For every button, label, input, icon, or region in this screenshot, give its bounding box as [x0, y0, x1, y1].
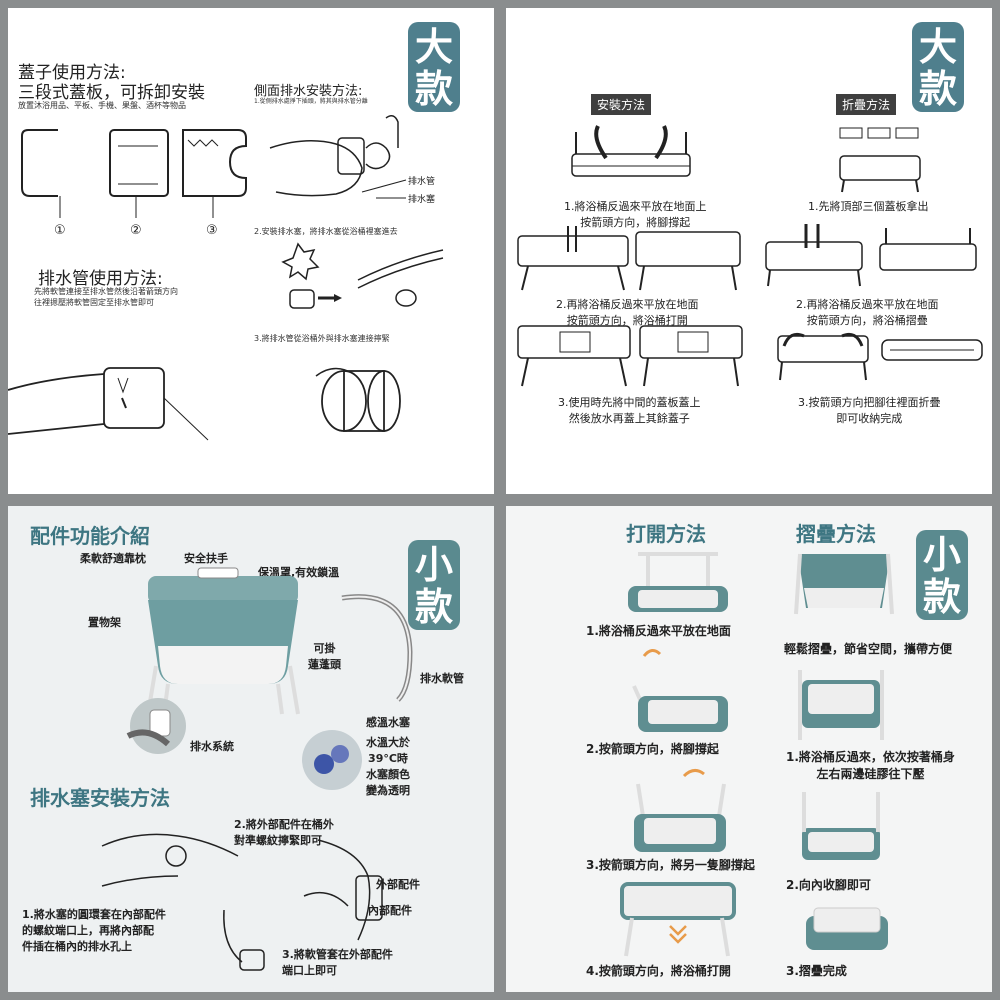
install-step-3: 3.使用時先將中間的蓋板蓋上 然後放水再蓋上其餘蓋子 [558, 396, 701, 425]
size-badge-small: 小 款 [408, 540, 460, 630]
size-badge-large: 大 款 [408, 22, 460, 112]
install-step3-sketch [517, 325, 743, 387]
lid-note: 放置沐浴用品、平板、手機、果盤、酒杯等物品 [18, 101, 186, 110]
open-step-4: 4.按箭頭方向，將浴桶打開 [586, 964, 731, 978]
panel-large-install-fold: 大 款 安裝方法 折疊方法 1.將浴桶反過來平放在地面上 按箭頭方向，將腳撐起 … [506, 8, 992, 494]
fold-step3-illustration [806, 907, 888, 950]
drain-step-3: 3.將排水管從浴桶外與排水塞連接擰緊 [254, 334, 390, 343]
size-badge-large: 大 款 [912, 22, 964, 112]
open-method-title: 打開方法 [626, 522, 706, 546]
drain-note: 1.從側排水處掙下插頭，將其與排水管分離 [254, 98, 368, 105]
lid-pieces-diagram [21, 129, 247, 218]
fold-overview-illustration [794, 553, 894, 615]
fold-step-1: 1.將浴桶反過來，依次按著桶身 左右兩邊硅膠往下壓 [786, 750, 955, 781]
open-step3-illustration [634, 769, 726, 852]
plug-label: 排水塞 [408, 195, 436, 205]
install-method-tag: 安裝方法 [591, 94, 652, 115]
open-step-2: 2.按箭頭方向，將腳撐起 [586, 742, 719, 756]
pipe-tighten-sketch [315, 367, 401, 432]
drain-removal-sketch [269, 115, 407, 199]
plug-step-3: 3.將軟管套在外部配件 端口上即可 [282, 948, 393, 977]
inner-part-label: 內部配件 [368, 904, 412, 917]
install-step2-sketch [517, 226, 741, 291]
hose-title: 排水管使用方法: [38, 269, 163, 289]
plug-install-title: 排水塞安裝方法 [30, 786, 170, 810]
fold-step1-sketch [839, 127, 921, 193]
label-rack: 置物架 [88, 616, 121, 629]
fold-step1-illustration [798, 670, 884, 740]
thermo-plug-photo [302, 730, 362, 790]
label-handle: 安全扶手 [184, 552, 228, 565]
plug-step-1: 1.將水塞的圓環套在內部配件 的螺紋端口上，再將內部配 件插在桶內的排水孔上 [22, 908, 166, 953]
plug-insert-sketch [281, 242, 444, 309]
tub-illustration [146, 567, 300, 715]
lid-number-3: ③ [206, 223, 218, 238]
lid-subtitle: 三段式蓋板，可拆卸安裝 [18, 83, 205, 103]
install-step-1: 1.將浴桶反過來平放在地面上 按箭頭方向，將腳撐起 [564, 200, 707, 229]
install-step-2: 2.再將浴桶反過來平放在地面 按箭頭方向，將浴桶打開 [556, 298, 699, 327]
thermo-plug-note: 水溫大於 39°C時 水塞顏色 變為透明 [366, 736, 410, 797]
plug-install-sketch-1 [101, 833, 239, 887]
lid-title: 蓋子使用方法: [18, 63, 126, 83]
label-thermo-plug: 感溫水塞 [366, 716, 410, 729]
fold-step-2: 2.再將浴桶反過來平放在地面 按箭頭方向，將浴桶摺疊 [796, 298, 939, 327]
panel-small-open-fold: 小 款 打開方法 摺疊方法 1.將浴桶反過來平放在地面 2.按箭頭方向，將腳撐起… [506, 506, 992, 992]
open-step1-illustration [628, 552, 728, 612]
open-step2-illustration [632, 649, 728, 732]
fold-step-3: 3.摺疊完成 [786, 964, 847, 978]
fold-step2-sketch [765, 224, 977, 287]
label-hose: 排水軟管 [420, 672, 464, 685]
pipe-label: 排水管 [408, 177, 436, 187]
drain-title: 側面排水安裝方法: [254, 84, 363, 99]
drain-step-2: 2.安裝排水塞，將排水塞從浴桶裡塞進去 [254, 227, 398, 236]
open-step-1: 1.將浴桶反過來平放在地面 [586, 624, 731, 638]
fold-step-3: 3.按箭頭方向把腳往裡面折疊 即可收納完成 [798, 396, 941, 425]
fold-note: 輕鬆摺疊，節省空間，攜帶方便 [784, 642, 953, 656]
fold-step-1: 1.先將頂部三個蓋板拿出 [808, 200, 929, 213]
drain-system-photo [126, 698, 186, 754]
fold-method-tag: 折疊方法 [836, 94, 897, 115]
panel-large-lid-drain: 大 款 蓋子使用方法: 三段式蓋板，可拆卸安裝 放置沐浴用品、平板、手機、果盤、… [8, 8, 494, 494]
lid-number-2: ② [130, 223, 142, 238]
fold-step2-illustration [802, 792, 880, 860]
fold-step3-sketch [777, 332, 983, 381]
plug-install-sketch-2 [303, 839, 383, 941]
lid-number-1: ① [54, 223, 66, 238]
label-cover: 保溫罩,有效鎖溫 [258, 566, 340, 579]
open-step4-illustration [620, 882, 736, 957]
accessories-title: 配件功能介紹 [30, 524, 150, 548]
install-step1-sketch [571, 125, 691, 177]
plug-step-2: 2.將外部配件在桶外 對準螺紋擰緊即可 [234, 818, 334, 847]
label-drain-system: 排水系統 [190, 740, 234, 753]
label-shower: 可掛 蓮蓬頭 [308, 642, 341, 671]
label-pillow: 柔軟舒適靠枕 [80, 552, 146, 565]
hose-note: 先將軟管連接至排水管然後沿著箭頭方向 往裡摁壓將軟管固定至排水管即可 [34, 287, 178, 307]
hose-connect-sketch [8, 367, 209, 441]
drain-hose-sketch [341, 594, 413, 702]
plug-install-sketch-3 [223, 909, 265, 971]
size-badge-small: 小 款 [916, 530, 968, 620]
fold-step-2: 2.向內收腳即可 [786, 878, 871, 892]
open-step-3: 3.按箭頭方向，將另一隻腳撐起 [586, 858, 755, 872]
panel-small-accessories: 小 款 配件功能介紹 柔軟舒適靠枕 安全扶手 保溫罩,有效鎖溫 置物架 可掛 蓮… [8, 506, 494, 992]
fold-method-title: 摺疊方法 [796, 522, 876, 546]
outer-part-label: 外部配件 [376, 878, 420, 891]
